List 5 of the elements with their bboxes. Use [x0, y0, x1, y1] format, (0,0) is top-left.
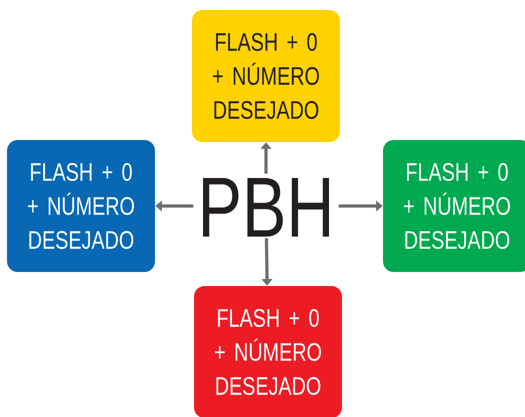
rounded-box: FLASH + 0 + NÚMERO DESEJADO	[192, 10, 340, 142]
rounded-box: FLASH + 0 + NÚMERO DESEJADO	[383, 140, 525, 272]
rounded-box: FLASH + 0 + NÚMERO DESEJADO	[194, 286, 342, 417]
center-label: PBH	[203, 178, 329, 237]
rounded-box: FLASH + 0 + NÚMERO DESEJADO	[7, 140, 155, 272]
